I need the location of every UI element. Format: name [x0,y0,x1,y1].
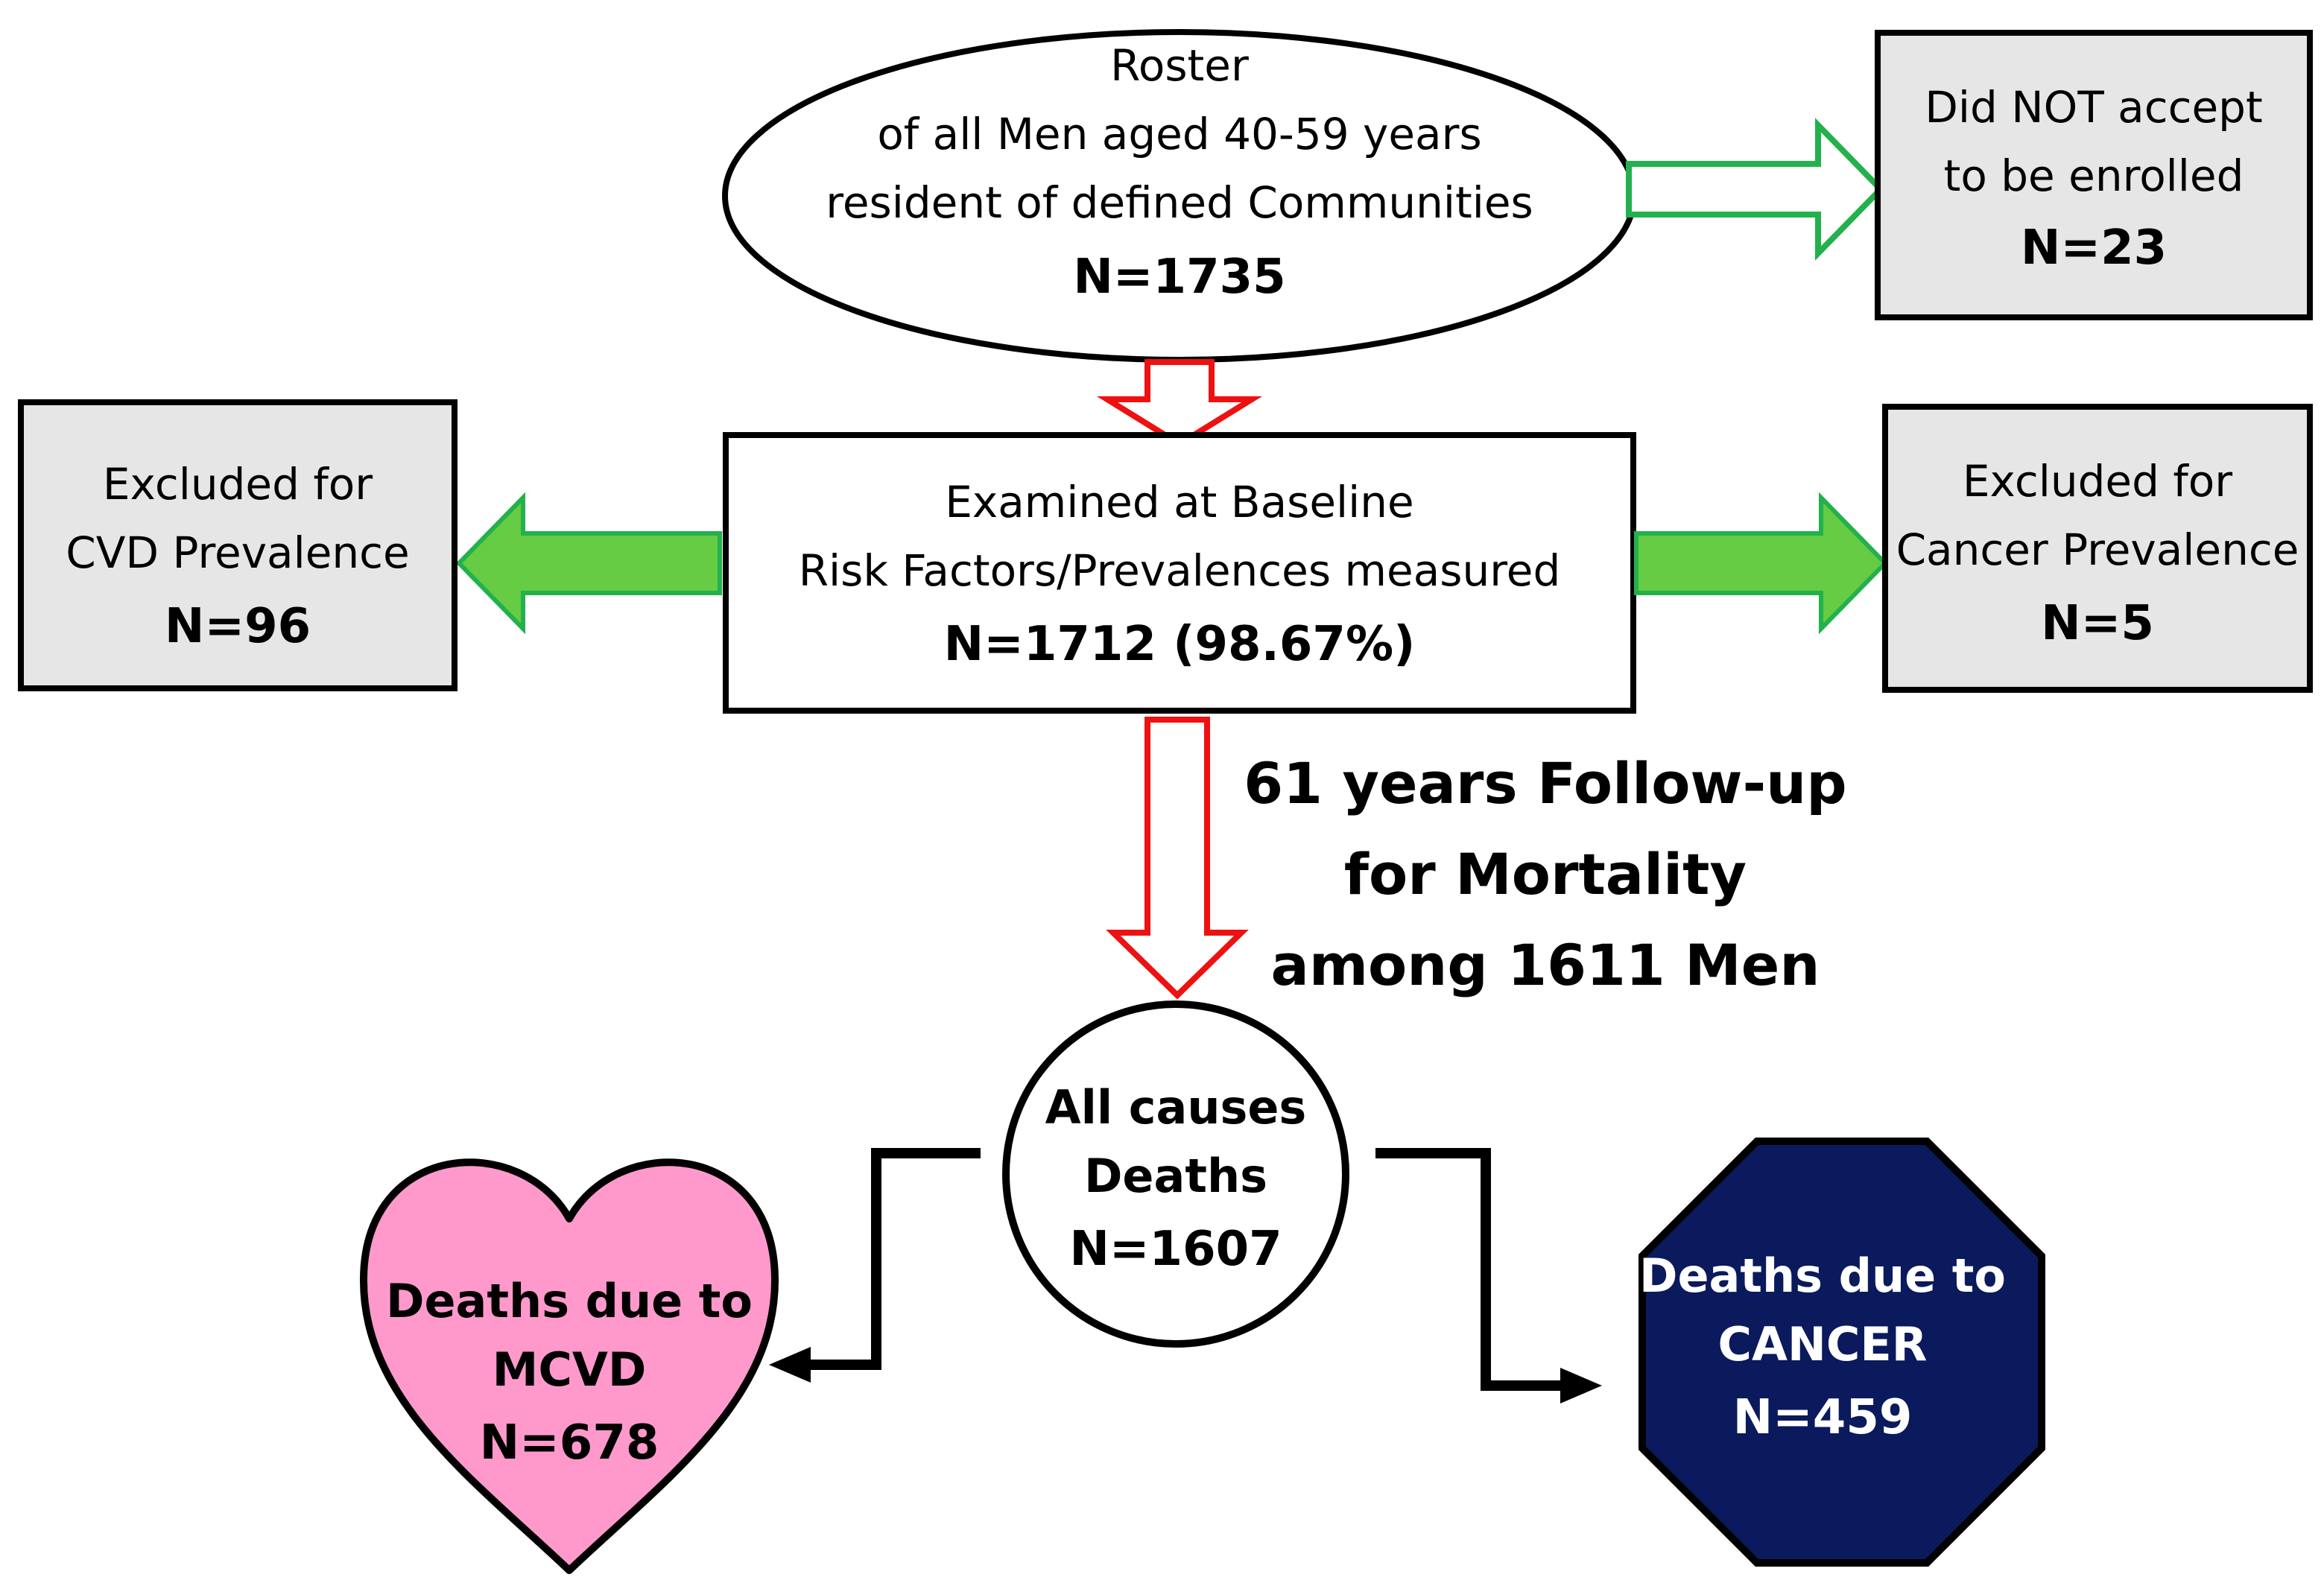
all-deaths-line1: All causes [1045,1080,1307,1135]
arrowhead-cancer [1560,1368,1602,1403]
heart-shape [359,1158,779,1574]
follow-up-line1: 61 years Follow-up [1244,750,1846,816]
excluded-cancer-node: Excluded for Cancer Prevalence N=5 [1882,404,2313,693]
excluded-cancer-box [1882,404,2313,693]
baseline-box [723,432,1636,714]
baseline-node: Examined at Baseline Risk Factors/Preval… [723,432,1636,714]
not-enrolled-line1: Did NOT accept [1925,82,2263,133]
arrow-to-not-enrolled [1626,118,1885,261]
connector-line-mcvd [808,1148,981,1370]
arrow-to-excluded-cancer [1634,492,1889,635]
all-deaths-count: N=1607 [1069,1222,1282,1277]
baseline-count: N=1712 (98.67%) [944,617,1416,672]
follow-up-label: 61 years Follow-up for Mortality among 1… [1244,750,1846,998]
excluded-cancer-line2: Cancer Prevalence [1896,524,2299,575]
connector-to-mcvd [769,1148,981,1383]
connector-line-cancer [1375,1148,1563,1391]
excluded-cancer-line1: Excluded for [1963,456,2232,507]
not-enrolled-box [1875,30,2313,320]
cancer-count: N=459 [1733,1390,1913,1445]
mcvd-line1: Deaths due to [386,1274,753,1328]
mcvd-line2: MCVD [493,1342,647,1397]
roster-subtitle: of all Men aged 40-59 years [877,109,1481,159]
not-enrolled-line2: to be enrolled [1944,150,2244,201]
cancer-line1: Deaths due to [1639,1249,2006,1303]
roster-node: Roster of all Men aged 40-59 years resid… [722,29,1637,363]
octagon-shape [1638,1138,2045,1567]
roster-title: Roster [1110,40,1249,91]
excluded-cvd-box [18,399,457,691]
all-deaths-circle [1002,1000,1349,1348]
follow-up-line2: for Mortality [1344,841,1747,907]
baseline-line1: Examined at Baseline [945,477,1413,527]
mcvd-count: N=678 [480,1415,659,1471]
not-enrolled-count: N=23 [2021,221,2167,276]
roster-community: resident of defined Communities [826,177,1533,228]
excluded-cvd-line2: CVD Prevalence [66,527,409,578]
follow-up-line3: among 1611 Men [1271,932,1820,998]
baseline-line2: Risk Factors/Prevalences measured [799,545,1561,596]
all-deaths-node: All causes Deaths N=1607 [1002,1000,1349,1348]
excluded-cvd-node: Excluded for CVD Prevalence N=96 [18,399,457,691]
excluded-cancer-count: N=5 [2041,596,2154,651]
cancer-deaths-node: Deaths due to CANCER N=459 [1638,1138,2045,1567]
cancer-line2: CANCER [1718,1317,1928,1371]
excluded-cvd-line1: Excluded for [103,459,373,510]
mcvd-deaths-node: Deaths due to MCVD N=678 [359,1158,779,1574]
excluded-cvd-count: N=96 [165,599,311,654]
arrowhead-mcvd [769,1347,811,1383]
roster-count: N=1735 [1073,250,1285,305]
arrow-to-excluded-cvd [455,492,722,635]
arrow-roster-to-baseline [1096,359,1263,448]
connector-to-cancer [1375,1148,1602,1403]
not-enrolled-node: Did NOT accept to be enrolled N=23 [1875,30,2313,320]
all-deaths-line2: Deaths [1084,1149,1267,1203]
arrow-baseline-to-deaths [1106,717,1249,1000]
